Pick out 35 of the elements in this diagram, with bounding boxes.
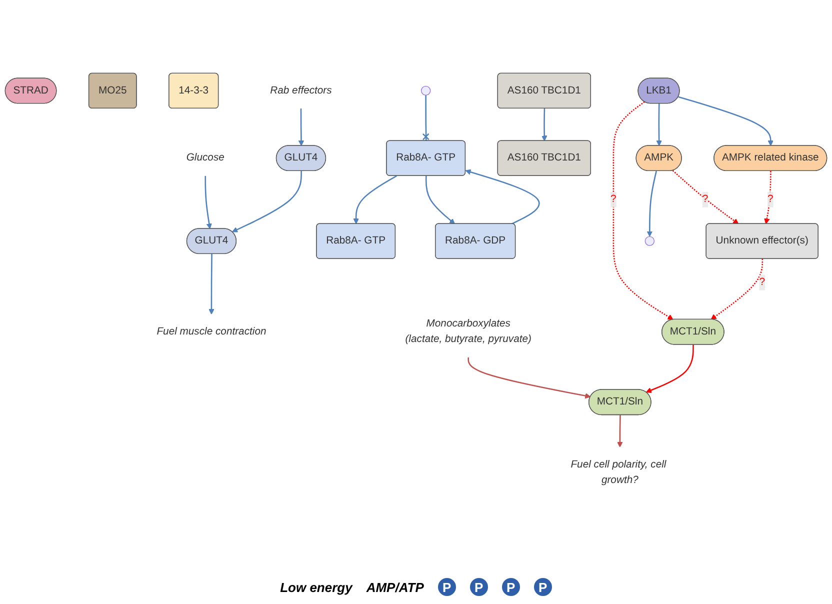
arrow bbox=[672, 170, 739, 224]
arrow bbox=[232, 170, 302, 232]
arrow bbox=[710, 258, 764, 320]
phospho-badge: P bbox=[534, 578, 552, 596]
pathway-diagram: ? ? ? ? STRAD MO25 14-3-3 Rab effectors Glucose GLUT4 GLUT4 Fuel muscle contraction Rab8A- GTP Rab8A- GTP Rab8A- GDP AS160 TBC1D1 AS160 TBC1D1 LKB1 AMPK AMPK related kinase Unknown effector(s) Monocarboxylates (lactate, butyrate, pyruvate) MCT1/Sln MCT1/Sln Fuel cell polarity, cell growth? bbox=[0, 68, 832, 502]
edge-label: ? bbox=[610, 193, 616, 204]
arrow bbox=[617, 414, 623, 447]
phospho-badge: P bbox=[470, 578, 488, 596]
arrow bbox=[646, 170, 657, 236]
edge-label: ? bbox=[702, 193, 708, 204]
edge-label: ? bbox=[759, 276, 765, 288]
arrow bbox=[678, 96, 774, 146]
note-text: AMP/ATP bbox=[366, 580, 424, 594]
arrow bbox=[542, 108, 548, 141]
arrow bbox=[612, 100, 674, 320]
arrow bbox=[468, 356, 591, 398]
connector bbox=[422, 94, 430, 140]
node-text: Glucose bbox=[186, 152, 224, 163]
node-text: Rab effectors bbox=[270, 84, 332, 96]
arrow bbox=[425, 175, 456, 224]
node-text: Fuel muscle contraction bbox=[156, 326, 266, 337]
phospho-badge: P bbox=[502, 578, 520, 596]
arrow bbox=[204, 175, 212, 229]
edge-label: ? bbox=[767, 193, 774, 204]
arrow bbox=[298, 108, 304, 146]
arrow bbox=[465, 168, 540, 224]
arrow bbox=[208, 254, 214, 314]
arrow bbox=[646, 344, 694, 392]
arrow bbox=[656, 103, 662, 146]
phospho-badge: P bbox=[438, 578, 456, 596]
node-text: Monocarboxylates (lactate, butyrate, pyruvate) bbox=[405, 318, 532, 344]
node-text: Fuel cell polarity, cell growth? bbox=[570, 458, 666, 485]
arrow bbox=[764, 170, 772, 224]
note-text: Low energy bbox=[280, 580, 352, 594]
arrow bbox=[353, 174, 397, 224]
